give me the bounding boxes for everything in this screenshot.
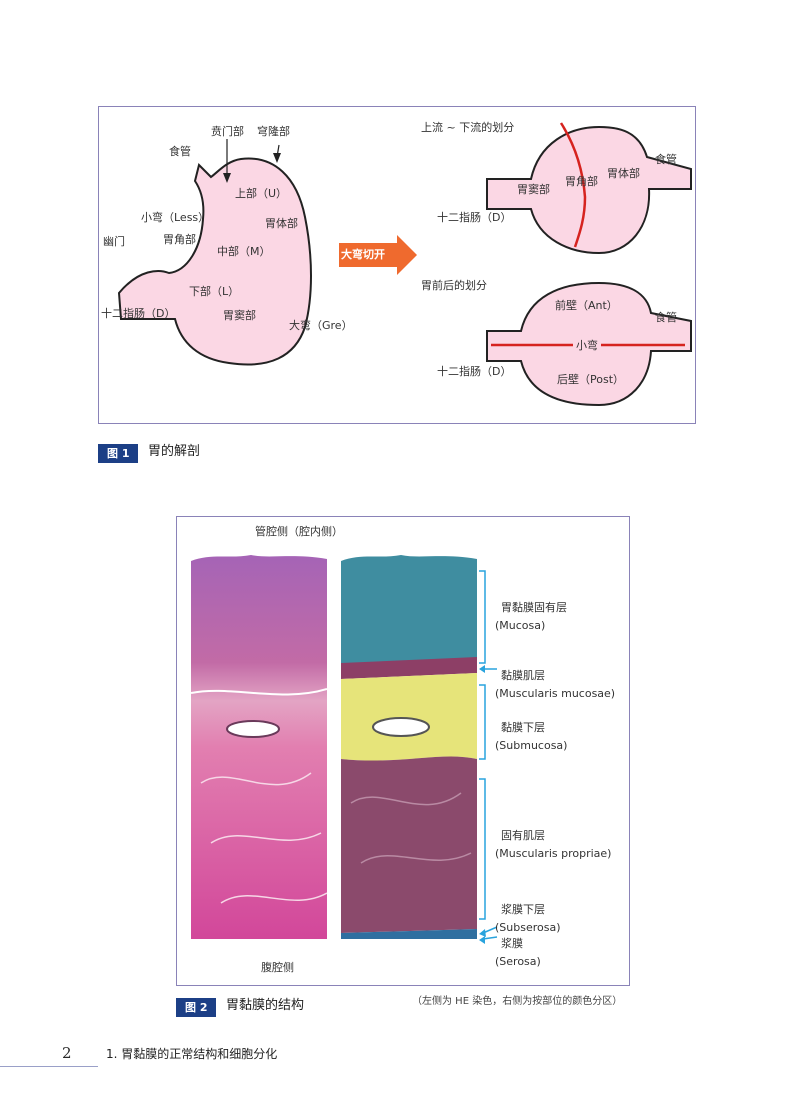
label-upper: 上部（U）: [235, 187, 288, 200]
lumen-side-label: 管腔侧（腔内侧）: [255, 525, 343, 538]
layer-muscularis-mucosae-en: (Muscularis mucosae): [495, 687, 616, 700]
lower-right-duodenum: 十二指肠（D）: [437, 365, 512, 378]
figure-1-frame: 食管 贲门部 穹隆部 上部（U） 胃体部 小弯（Less） 幽门 胃角部 中部（…: [98, 106, 696, 424]
layer-propria-en: (Muscularis propriae): [495, 847, 612, 860]
figure-1-badge: 图 1: [98, 444, 139, 463]
label-lower: 下部（L）: [189, 285, 240, 298]
upper-right-antrum: 胃窦部: [517, 183, 550, 196]
stomach-shape: [117, 157, 312, 366]
layer-submucosa-cn: 黏膜下层: [501, 721, 545, 734]
layer-subserosa-en: (Subserosa): [495, 921, 561, 934]
label-body: 胃体部: [265, 217, 298, 230]
abdominal-side-label: 腹腔侧: [261, 961, 294, 974]
layer-subserosa-cn: 浆膜下层: [501, 903, 545, 916]
color-coded-section: [341, 555, 477, 939]
label-greater-curve: 大弯（Gre）: [289, 319, 353, 332]
layer-mucosa-en: (Mucosa): [495, 619, 546, 632]
layer-serosa-cn: 浆膜: [501, 937, 523, 950]
figure-2-caption: 胃黏膜的结构: [226, 998, 305, 1013]
figure-2-frame: 管腔侧（腔内侧）: [176, 516, 630, 986]
incision-arrow: [339, 235, 417, 275]
layer-propria-cn: 固有肌层: [501, 829, 545, 842]
label-fornix: 穹隆部: [257, 125, 290, 138]
label-angle: 胃角部: [163, 233, 196, 246]
label-pylorus: 幽门: [103, 235, 125, 248]
label-cardia: 贲门部: [211, 125, 244, 138]
lower-right-posterior: 后壁（Post）: [557, 373, 625, 386]
lower-right-anterior: 前壁（Ant）: [555, 299, 618, 312]
he-stain-section: [191, 555, 327, 939]
layer-submucosa-en: (Submucosa): [495, 739, 568, 752]
lower-right-lesser-curve: 小弯: [573, 339, 601, 352]
label-duodenum: 十二指肠（D）: [101, 307, 176, 320]
arrow-label: 大弯切开: [341, 248, 385, 261]
upper-right-angle: 胃角部: [565, 175, 598, 188]
layer-muscularis-mucosae-cn: 黏膜肌层: [501, 669, 545, 682]
label-middle: 中部（M）: [217, 245, 271, 258]
stomach-opened-upper: [486, 125, 692, 255]
upper-right-title: 上流 ~ 下流的划分: [421, 121, 515, 134]
footer-rule: [0, 1066, 98, 1067]
upper-right-duodenum: 十二指肠（D）: [437, 211, 512, 224]
label-esophagus: 食管: [169, 145, 191, 158]
lower-right-title: 胃前后的划分: [421, 279, 487, 292]
figure-2-note: （左侧为 HE 染色，右侧为按部位的颜色分区）: [412, 996, 623, 1007]
lower-right-esophagus: 食管: [655, 311, 677, 324]
upper-right-esophagus: 食管: [655, 153, 677, 166]
chapter-title: 1. 胃黏膜的正常结构和细胞分化: [106, 1047, 278, 1061]
layer-brackets: [479, 570, 498, 944]
layer-serosa-en: (Serosa): [495, 955, 541, 968]
page-number: 2: [62, 1044, 72, 1062]
figure-2-badge: 图 2: [176, 998, 217, 1017]
upper-right-body: 胃体部: [607, 167, 640, 180]
label-lesser-curve: 小弯（Less）: [141, 211, 210, 224]
label-antrum: 胃窦部: [223, 309, 256, 322]
stomach-anatomy-diagram: [117, 122, 692, 407]
layer-mucosa-cn: 胃黏膜固有层: [501, 601, 567, 614]
figure-1-caption: 胃的解剖: [148, 444, 201, 459]
